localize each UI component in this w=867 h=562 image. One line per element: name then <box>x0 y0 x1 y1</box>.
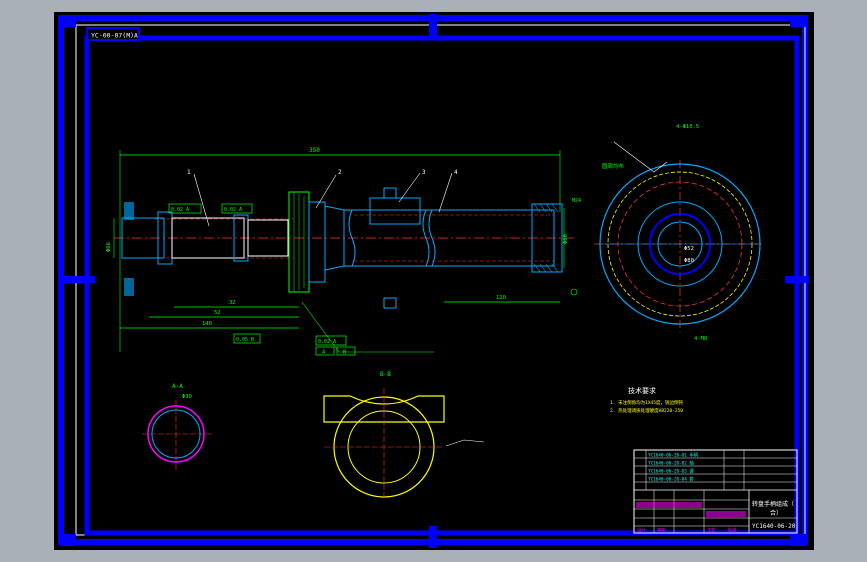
center-mark-top <box>429 14 437 36</box>
end-outer-circle <box>599 163 761 325</box>
part-name-2: 合） <box>770 509 782 517</box>
dim-step-text-1: 52 <box>214 310 221 316</box>
datum-a-box <box>315 346 335 356</box>
dim-right-text: 120 <box>496 295 506 301</box>
center-mark-right <box>785 276 809 283</box>
bom-row-2: YC1640-06-20-02 轴 <box>648 460 694 467</box>
corner-mark-bl <box>60 534 76 546</box>
dim-overall-text: 350 <box>309 147 320 154</box>
end-note-left: 圆周均布 <box>602 162 625 170</box>
tol-frame-2-text: 0.02 A <box>224 207 242 213</box>
break-line-3 <box>428 209 436 267</box>
sig-label-4: 批准 <box>728 527 737 534</box>
section-b-label: B-B <box>380 371 391 378</box>
shaft-seg-5 <box>247 219 289 257</box>
datum-b-text: B <box>343 350 347 356</box>
title-block-frame <box>633 449 798 534</box>
leader-part-4 <box>438 172 453 213</box>
tol-frame-1 <box>168 203 202 214</box>
tech-req-item-1: 1. 未注倒角均为1X45度，锐边倒钝 <box>610 399 683 406</box>
section-b-flange <box>323 395 445 423</box>
shaft-end <box>531 203 563 273</box>
corner-tag-box <box>86 27 140 41</box>
shaft-seg-3 <box>171 217 245 259</box>
drawing-svg: YC-00-07(M)A 350 140 52 32 120 <box>58 14 809 548</box>
tech-req-item-2: 2. 热处理调质处理硬度HB220-250 <box>610 407 683 414</box>
end-bore-dia: Φ80 <box>684 258 694 264</box>
keyway-top-slot <box>383 187 397 199</box>
key-block-bottom <box>124 278 134 296</box>
center-mark-bottom <box>429 526 437 548</box>
tol-frame-4 <box>315 335 347 346</box>
bom-row-3: YC1640-06-20-03 键 <box>648 468 694 475</box>
datum-circle <box>570 288 578 296</box>
sig-label-3: 工艺 <box>707 528 716 534</box>
datum-a-text: A <box>322 350 326 356</box>
flange-hub <box>308 201 326 283</box>
tech-requirements: 技术要求 1. 未注倒角均为1X45度，锐边倒钝 2. 热处理调质处理硬度HB2… <box>610 386 683 414</box>
dim-right-dia: Φ60 <box>563 234 569 244</box>
section-a-inner <box>151 409 201 459</box>
flange-hatch <box>293 192 305 292</box>
leader-part-3 <box>398 172 421 203</box>
end-note-bottom: 4-M8 <box>694 336 707 342</box>
tol-frame-4-text: 0.02 A <box>318 339 336 345</box>
section-a-dia: Φ30 <box>182 394 192 400</box>
corner-mark-br <box>790 534 806 546</box>
shaft-end-hatch <box>533 203 559 273</box>
section-b: B-B <box>323 371 485 500</box>
dim-left-text: 140 <box>202 321 212 327</box>
bom-row-4: YC1640-06-20-04 套 <box>648 476 694 483</box>
right-thread-label: M24 <box>572 198 581 204</box>
part-number-2: 2 <box>338 169 342 176</box>
inner-white-border <box>75 24 806 536</box>
tb-highlight-2 <box>706 511 746 517</box>
title-block: YC1640-06-20-01 手柄 YC1640-06-20-02 轴 YC1… <box>633 449 798 534</box>
end-center-dia: Φ52 <box>684 246 694 252</box>
tol-frame-1-text: 0.02 A <box>171 207 189 213</box>
sheet-frame: YC-00-07(M)A <box>58 14 809 548</box>
keyway-bottom-slot <box>383 297 397 309</box>
section-b-leader <box>445 439 485 447</box>
shaft-seg-right <box>343 209 555 267</box>
part-number-4: 4 <box>454 169 458 176</box>
part-name: 转盘手柄组成（ <box>752 500 794 508</box>
main-shaft-view: 350 140 52 32 120 <box>106 147 581 356</box>
end-view: 4-Φ10.5 圆周均布 Φ52 Φ80 4-M8 <box>594 124 764 342</box>
corner-mark-tr <box>790 15 806 27</box>
break-line-2 <box>422 209 430 267</box>
center-mark-left <box>59 276 95 283</box>
inner-blue-frame <box>84 35 800 536</box>
tech-req-title: 技术要求 <box>628 386 656 395</box>
keyway-box <box>369 197 421 225</box>
bom-row-1: YC1640-06-20-01 手柄 <box>648 452 699 459</box>
dim-step-text-2: 32 <box>229 300 236 306</box>
tb-highlight-1 <box>636 502 702 508</box>
end-note-top: 4-Φ10.5 <box>676 124 699 130</box>
leader-part-2 <box>315 174 337 209</box>
leader-part-1 <box>193 173 210 227</box>
sig-label-1: 设计 <box>637 527 646 534</box>
tol-frame-2 <box>221 203 253 214</box>
dim-left-dia: Φ66 <box>106 242 112 252</box>
break-line-1 <box>348 209 356 267</box>
tol-frame-3 <box>233 333 261 344</box>
shaft-seg-1 <box>121 217 165 259</box>
drawing-sheet: YC-00-07(M)A 350 140 52 32 120 <box>54 12 814 550</box>
section-a-outer <box>147 405 205 463</box>
tol-frame-3-text: 0.05 B <box>236 337 254 343</box>
sig-label-2: 审核 <box>657 527 666 534</box>
key-block-top <box>124 202 134 220</box>
corner-tag-text: YC-00-07(M)A <box>91 32 138 40</box>
flange-callout-leader <box>301 301 434 353</box>
section-a-label: A-A <box>172 383 183 390</box>
corner-mark-tl <box>60 15 76 27</box>
drawing-number: YC1640-06-20 <box>752 523 796 530</box>
datum-b-box <box>336 346 356 356</box>
part-number-1: 1 <box>187 169 191 176</box>
section-a: A-A Φ30 <box>142 383 214 470</box>
part-number-3: 3 <box>422 169 426 176</box>
end-leader-top <box>613 141 668 173</box>
